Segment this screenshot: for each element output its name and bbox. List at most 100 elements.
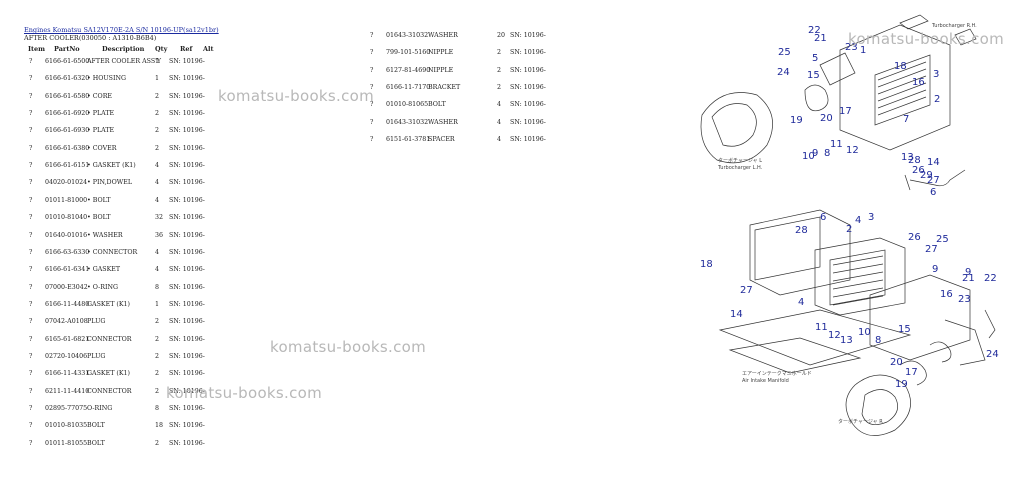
cell-qty: 1 <box>155 300 160 308</box>
cell-ref: SN: 10196- <box>510 136 546 144</box>
cell-qty: 18 <box>155 422 164 430</box>
cell-ref: SN: 10196- <box>169 58 205 65</box>
cell-item: ? <box>29 422 33 430</box>
callout-number: 16 <box>912 77 925 88</box>
cell-qty: 4 <box>155 179 160 187</box>
cell-desc: NIPPLE <box>428 49 454 57</box>
callout-number: 9 <box>965 267 971 278</box>
callout-number: 8 <box>875 335 881 346</box>
cell-qty: 2 <box>155 370 160 378</box>
cell-qty: 20 <box>497 32 506 39</box>
caption-manifold: Air Intake Manifold <box>742 378 789 384</box>
callout-number: 2 <box>846 224 852 235</box>
cell-item: ? <box>29 335 33 343</box>
cell-item: ? <box>370 49 374 57</box>
cell-ref: SN: 10196- <box>510 84 546 92</box>
cell-partno: 6166-61-6500 <box>45 58 90 65</box>
cell-ref: SN: 10196- <box>169 439 205 447</box>
cell-qty: 2 <box>155 110 160 118</box>
cell-ref: SN: 10196- <box>510 32 546 39</box>
cell-partno: 6151-61-3781 <box>386 136 431 144</box>
callout-number: 26 <box>912 165 925 176</box>
cell-partno: 6166-11-4480 <box>45 300 90 308</box>
cell-qty: 1 <box>155 58 160 65</box>
cell-qty: 2 <box>155 127 160 135</box>
cell-item: ? <box>370 66 374 74</box>
watermark: komatsu-books.com <box>166 384 323 402</box>
cell-desc: WASHER <box>428 118 458 126</box>
cell-qty: 4 <box>155 266 160 274</box>
callout-number: 11 <box>830 139 843 150</box>
cell-partno: 6211-11-4410 <box>45 387 90 395</box>
cell-desc: • PLATE <box>87 127 115 135</box>
cell-partno: 01010-81040 <box>45 214 88 222</box>
cell-ref: SN: 10196- <box>169 370 205 378</box>
callout-number: 11 <box>815 322 828 333</box>
cell-desc: • WASHER <box>87 231 123 239</box>
callout-number: 10 <box>802 151 815 162</box>
callout-number: 5 <box>812 53 818 64</box>
cell-qty: 4 <box>155 196 160 204</box>
catalog-link[interactable]: Engines Komatsu SA12V170E-2A S/N 10196-U… <box>24 26 219 34</box>
cell-desc: NIPPLE <box>428 66 454 74</box>
cell-desc: BOLT <box>87 422 105 430</box>
cell-item: ? <box>29 318 33 326</box>
cell-partno: 01011-81055 <box>45 439 88 447</box>
section-subtitle: AFTER COOLER(030050 : A1310-B6B4) <box>24 33 157 42</box>
callout-number: 9 <box>932 264 938 275</box>
cell-qty: 4 <box>155 248 160 256</box>
cell-ref: SN: 10196- <box>510 49 546 57</box>
callout-number: 14 <box>927 157 940 168</box>
cell-partno: 6166-61-6341 <box>45 266 90 274</box>
cell-ref: SN: 10196- <box>169 214 205 222</box>
cell-desc: • PIN,DOWEL <box>87 179 133 187</box>
cell-desc: • CORE <box>87 92 113 100</box>
cell-item: ? <box>29 387 33 395</box>
cell-partno: 01640-01016 <box>45 231 88 239</box>
cell-partno: 07000-E3042 <box>45 283 88 291</box>
cell-item: ? <box>370 101 374 109</box>
callout-number: 13 <box>840 335 853 346</box>
cell-partno: 02895-77075 <box>45 405 88 412</box>
cell-ref: SN: 10196- <box>169 405 205 412</box>
callout-number: 20 <box>820 113 833 124</box>
cell-desc: PLUG <box>87 318 106 326</box>
callout-number: 10 <box>858 327 871 338</box>
cell-item: ? <box>29 405 33 412</box>
callout-number: 4 <box>798 297 804 308</box>
cell-ref: SN: 10196- <box>169 283 205 291</box>
callout-number: 27 <box>927 175 940 186</box>
cell-desc: BRACKET <box>428 84 461 92</box>
cell-ref: SN: 10196- <box>169 196 205 204</box>
cell-ref: SN: 10196- <box>169 75 205 83</box>
cell-qty: 2 <box>155 335 160 343</box>
cell-partno: 02720-10406 <box>45 352 88 360</box>
cell-partno: 07042-A0108 <box>45 318 88 326</box>
caption-manifold-jp: エアーインテークマニホールド <box>742 371 812 377</box>
cell-ref: SN: 10196- <box>169 110 205 118</box>
cell-desc: • GASKET (K1) <box>87 162 136 170</box>
cell-ref: SN: 10196- <box>510 118 546 126</box>
callout-number: 12 <box>828 330 841 341</box>
cell-ref: SN: 10196- <box>169 179 205 187</box>
callout-number: 25 <box>936 234 949 245</box>
cell-item: ? <box>29 92 33 100</box>
cell-item: ? <box>370 118 374 126</box>
callout-number: 13 <box>901 152 914 163</box>
cell-ref: SN: 10196- <box>169 352 205 360</box>
cell-qty: 4 <box>497 136 502 144</box>
cell-item: ? <box>370 32 374 39</box>
callout-number: 24 <box>986 349 999 360</box>
cell-qty: 36 <box>155 231 164 239</box>
cell-desc: • BOLT <box>87 196 111 204</box>
callout-number: 22 <box>808 25 821 36</box>
callout-number: 7 <box>903 114 909 125</box>
cell-qty: 2 <box>497 84 502 92</box>
callout-number: 27 <box>925 244 938 255</box>
cell-ref: SN: 10196- <box>169 318 205 326</box>
cell-desc: PLUG <box>87 352 106 360</box>
callout-number: 6 <box>820 212 826 223</box>
callout-number: 23 <box>958 294 971 305</box>
callout-number: 17 <box>839 106 852 117</box>
